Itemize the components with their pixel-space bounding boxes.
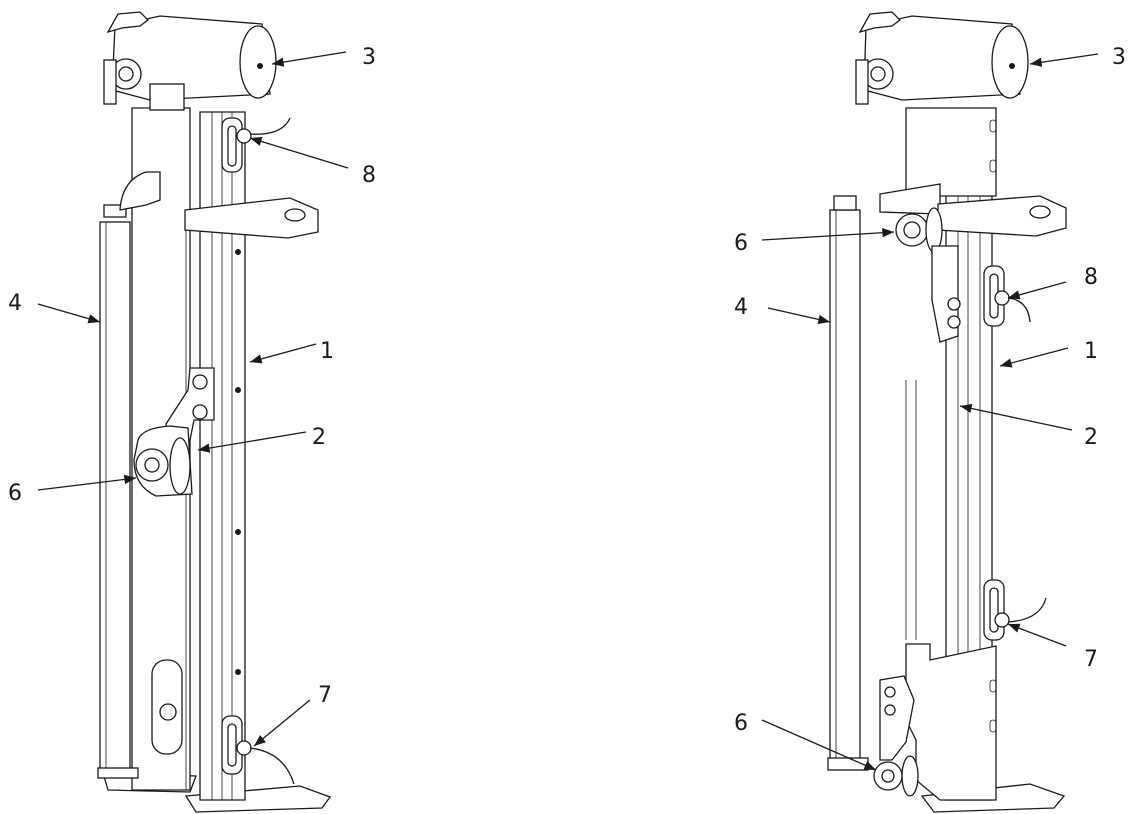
callout-8-right: 8 (1084, 265, 1098, 290)
leader-3-right (1029, 53, 1099, 67)
callout-2-right: 2 (1084, 425, 1098, 450)
callout-4-right: 4 (734, 295, 748, 320)
leader-1-left (249, 343, 317, 364)
leader-4-right (767, 307, 831, 324)
callout-8-left: 8 (362, 163, 376, 188)
callout-7-right: 7 (1084, 647, 1098, 672)
leader-2-left (197, 431, 307, 453)
leader-8-left (249, 136, 349, 169)
right-callouts: 3 6 8 4 1 2 7 6 (734, 45, 1126, 736)
leader-7-left (253, 699, 311, 747)
leader-6-bottom-right (761, 719, 877, 771)
callout-1-left: 1 (320, 339, 334, 364)
callout-2-left: 2 (312, 425, 326, 450)
right-assembly (827, 11, 1067, 813)
callout-1-right: 1 (1084, 339, 1098, 364)
callout-6-left: 6 (8, 481, 22, 506)
leader-7-right (1007, 623, 1067, 647)
leader-6-left (37, 474, 137, 491)
leader-1-right (999, 347, 1069, 368)
right-leaders (761, 53, 1099, 771)
callout-3-left: 3 (362, 45, 376, 70)
leader-8-right (1007, 281, 1067, 300)
left-assembly (97, 11, 332, 813)
leader-2-right (959, 403, 1073, 431)
callout-7-left: 7 (318, 683, 332, 708)
left-leaders (37, 51, 349, 747)
callout-6-bottom-right: 6 (734, 711, 748, 736)
callout-4-left: 4 (8, 291, 22, 316)
leader-6-top-right (761, 228, 895, 241)
leader-4-left (37, 303, 101, 324)
leader-3-left (271, 51, 347, 67)
left-callouts: 3 8 1 2 4 6 7 (8, 45, 376, 708)
callout-6-top-right: 6 (734, 231, 748, 256)
callout-3-right: 3 (1112, 45, 1126, 70)
